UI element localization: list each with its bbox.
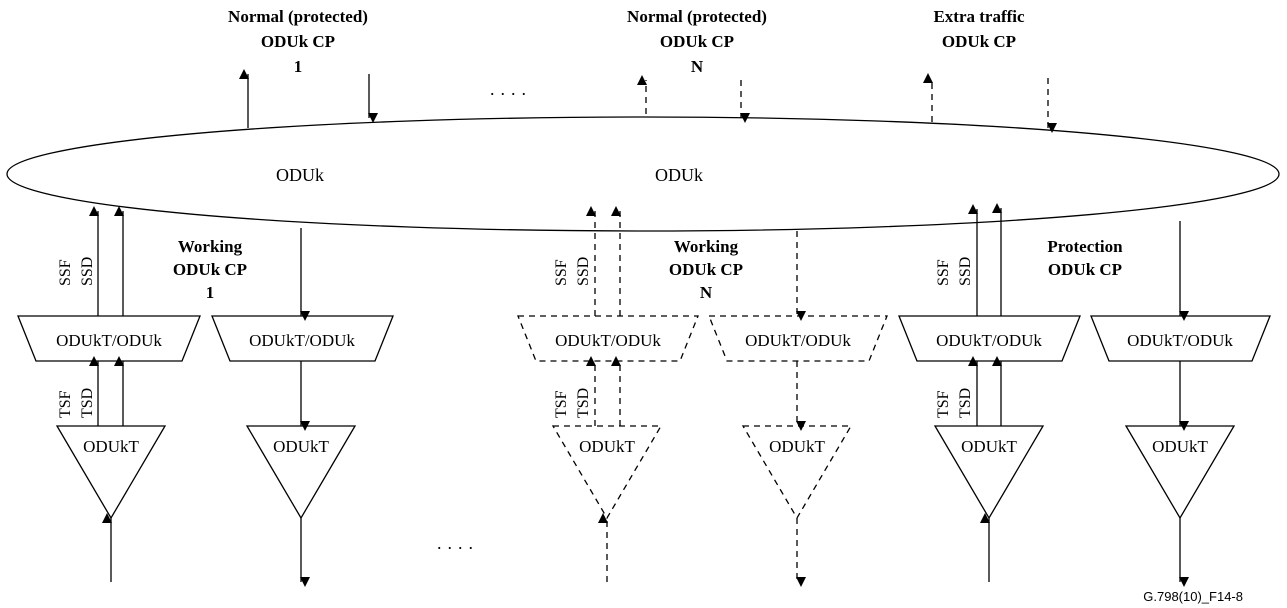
wn-sink-adaptation-label: ODUkT/ODUk <box>745 331 851 350</box>
w1-source-adaptation <box>17 315 201 362</box>
prot-source-adaptation-label: ODUkT/ODUk <box>936 331 1042 350</box>
w1-tsf-label: TSF <box>57 390 74 418</box>
prot-tsf-label: TSF <box>935 390 952 418</box>
extra-traffic-title: Extra traffic <box>933 7 1025 26</box>
prot-source-termination-label: ODUkT <box>961 437 1017 456</box>
normal-cp-n-index: N <box>691 57 704 76</box>
wn-ssf-label: SSF <box>553 259 570 286</box>
w1-ssf-label: SSF <box>57 259 74 286</box>
figure-id: G.798(10)_F14-8 <box>1143 589 1243 604</box>
ellipse-label-left: ODUk <box>276 165 324 185</box>
prot-ssf-label: SSF <box>935 259 952 286</box>
prot-tsd-label: TSD <box>957 388 974 418</box>
prot-sink-termination-label: ODUkT <box>1152 437 1208 456</box>
working-1-title: Working <box>178 237 243 256</box>
w1-tsd-label: TSD <box>79 388 96 418</box>
wn-ssd-label: SSD <box>575 257 592 286</box>
normal-cp-1-subtitle: ODUk CP <box>261 32 335 51</box>
w1-sink-adaptation <box>211 315 394 362</box>
working-n-subtitle: ODUk CP <box>669 260 743 279</box>
w1-sink-termination <box>245 425 357 520</box>
extra-traffic-subtitle: ODUk CP <box>942 32 1016 51</box>
prot-sink-adaptation <box>1090 315 1271 362</box>
w1-source-adaptation-label: ODUkT/ODUk <box>56 331 162 350</box>
oduk-connection-ellipse <box>6 116 1280 232</box>
normal-cp-n-title: Normal (protected) <box>627 7 767 26</box>
wn-source-termination <box>551 425 663 520</box>
prot-sink-termination <box>1124 425 1236 520</box>
working-1-index: 1 <box>206 283 215 302</box>
normal-cp-1-index: 1 <box>294 57 303 76</box>
w1-source-termination-label: ODUkT <box>83 437 139 456</box>
working-n-title: Working <box>674 237 739 256</box>
w1-sink-termination-label: ODUkT <box>273 437 329 456</box>
wn-sink-termination-label: ODUkT <box>769 437 825 456</box>
prot-source-adaptation <box>898 315 1081 362</box>
working-1-subtitle: ODUk CP <box>173 260 247 279</box>
ellipse-label-right: ODUk <box>655 165 703 185</box>
w1-ssd-label: SSD <box>79 257 96 286</box>
bottom-ellipsis: · · · · <box>436 538 473 558</box>
wn-source-termination-label: ODUkT <box>579 437 635 456</box>
top-ellipsis: · · · · <box>489 84 526 104</box>
normal-cp-n-subtitle: ODUk CP <box>660 32 734 51</box>
working-n-index: N <box>700 283 713 302</box>
prot-ssd-label: SSD <box>957 257 974 286</box>
prot-source-termination <box>933 425 1045 520</box>
wn-source-adaptation <box>517 315 699 362</box>
protection-title: Protection <box>1047 237 1123 256</box>
normal-cp-1-title: Normal (protected) <box>228 7 368 26</box>
w1-source-termination <box>55 425 167 520</box>
wn-source-adaptation-label: ODUkT/ODUk <box>555 331 661 350</box>
wn-sink-termination <box>741 425 853 520</box>
w1-sink-adaptation-label: ODUkT/ODUk <box>249 331 355 350</box>
wn-tsd-label: TSD <box>575 388 592 418</box>
wn-tsf-label: TSF <box>553 390 570 418</box>
prot-sink-adaptation-label: ODUkT/ODUk <box>1127 331 1233 350</box>
protection-subtitle: ODUk CP <box>1048 260 1122 279</box>
